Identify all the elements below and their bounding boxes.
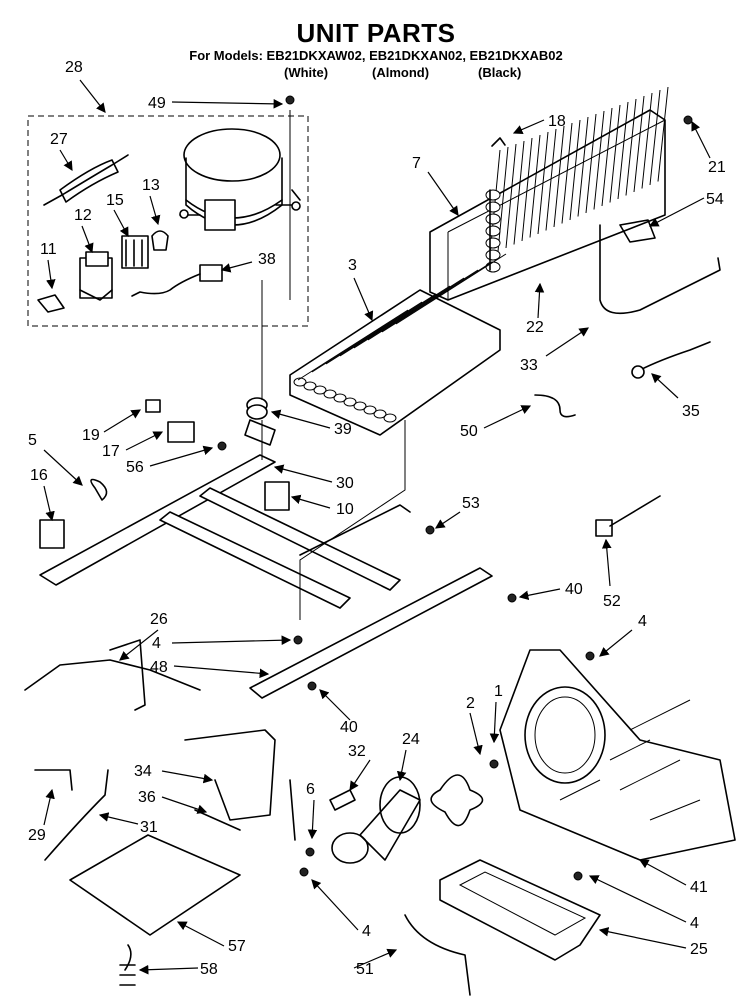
- evaporator: [289, 253, 507, 436]
- callout-4-right: 4: [638, 613, 647, 630]
- callout-4-lower-right: 4: [690, 915, 699, 932]
- callout-25: 25: [690, 941, 708, 958]
- model-list: For Models: EB21DKXAW02, EB21DKXAN02, EB…: [189, 48, 563, 63]
- callout-36: 36: [138, 789, 156, 806]
- callout-56: 56: [126, 459, 144, 476]
- callout-24: 24: [402, 731, 420, 748]
- callout-7: 7: [412, 155, 421, 172]
- wiring-harness-part: [131, 264, 223, 297]
- color-white: (White): [284, 65, 329, 80]
- callout-32: 32: [348, 743, 366, 760]
- compressor-kit-group: [27, 115, 309, 327]
- callout-49: 49: [148, 95, 166, 112]
- callout-1: 1: [494, 683, 503, 700]
- callout-11: 11: [40, 241, 57, 258]
- callout-29: 29: [28, 827, 46, 844]
- callout-38: 38: [258, 251, 276, 268]
- callout-19: 19: [82, 427, 100, 444]
- relay-part: [79, 251, 113, 301]
- callout-35: 35: [682, 403, 700, 420]
- callout-34: 34: [134, 763, 152, 780]
- condenser-fan: [331, 774, 484, 864]
- page-title: UNIT PARTS: [296, 18, 456, 48]
- callout-12: 12: [74, 207, 92, 224]
- callout-10: 10: [336, 501, 354, 518]
- overload-part: [121, 235, 149, 269]
- callout-54: 54: [706, 191, 724, 208]
- callout-31: 31: [140, 819, 158, 836]
- leader-lines: [43, 79, 711, 975]
- sound-mat: [69, 834, 241, 936]
- callout-4-lower: 4: [362, 923, 371, 940]
- drain-pan: [439, 859, 601, 961]
- callout-3: 3: [348, 257, 357, 274]
- callout-13: 13: [142, 177, 160, 194]
- condenser: [429, 86, 721, 315]
- callout-28: 28: [65, 59, 83, 76]
- callout-52: 52: [603, 593, 621, 610]
- callout-39: 39: [334, 421, 352, 438]
- callout-22: 22: [526, 319, 544, 336]
- callout-labels: 28 49 27 13 15 12 11 38 18 7 21 54 3 22 …: [28, 59, 726, 978]
- terminal-cover-part: [151, 230, 169, 251]
- callout-53: 53: [462, 495, 480, 512]
- callout-21: 21: [708, 159, 726, 176]
- callout-16: 16: [30, 467, 48, 484]
- callout-57: 57: [228, 938, 246, 955]
- callout-4: 4: [152, 635, 161, 652]
- callout-51: 51: [356, 961, 374, 978]
- callout-50: 50: [460, 423, 478, 440]
- callout-48: 48: [150, 659, 168, 676]
- callout-33: 33: [520, 357, 538, 374]
- callout-40-lower: 40: [340, 719, 358, 736]
- callout-26: 26: [150, 611, 168, 628]
- callout-5: 5: [28, 432, 37, 449]
- fan-bracket: [499, 649, 736, 861]
- callout-18: 18: [548, 113, 566, 130]
- callout-58: 58: [200, 961, 218, 978]
- callout-2: 2: [466, 695, 475, 712]
- color-almond: (Almond): [372, 65, 430, 80]
- clip-part: [37, 294, 65, 313]
- callout-6: 6: [306, 781, 315, 798]
- callout-17: 17: [102, 443, 120, 460]
- callout-41: 41: [690, 879, 708, 896]
- callout-27: 27: [50, 131, 68, 148]
- base-frame: [39, 454, 493, 699]
- callout-40: 40: [565, 581, 583, 598]
- color-black: (Black): [478, 65, 522, 80]
- compressor: [179, 128, 301, 231]
- callout-15: 15: [106, 192, 124, 209]
- callout-30: 30: [336, 475, 354, 492]
- capillary-tube-part: [43, 154, 129, 206]
